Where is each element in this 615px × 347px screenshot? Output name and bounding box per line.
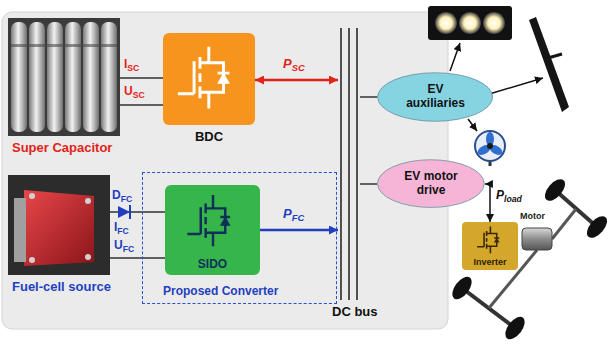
wire-pair [120, 78, 163, 105]
symbol-letter: I [114, 220, 117, 234]
symbol-letter: P [496, 188, 504, 202]
diode-triangle [494, 238, 499, 242]
diode-symbol [118, 205, 130, 219]
load-ellipse: EV auxiliaries [377, 72, 493, 122]
symbol-letter: D [112, 188, 121, 202]
symbol-subscript: FC [292, 213, 304, 223]
bus-feeder [360, 96, 377, 98]
leader-arrow [450, 43, 460, 71]
current-label: IFC [114, 221, 129, 234]
bus-line [340, 28, 342, 300]
dc-bus: DC bus [338, 28, 360, 300]
mosfet-symbol [172, 38, 246, 117]
diode-triangle [220, 216, 230, 225]
mosfet-symbol [175, 190, 251, 251]
converter-label: SIDO [165, 258, 260, 272]
chassis-picture [449, 176, 611, 343]
power-arrow [485, 184, 490, 222]
bus-line [348, 28, 350, 300]
power-label: PSC [283, 57, 305, 71]
converter-box: SIDO [165, 185, 260, 275]
lamps-picture [428, 6, 512, 40]
diode-label: DFC [112, 189, 132, 202]
symbol-subscript: FC [123, 244, 135, 254]
converter-box: BDC [163, 33, 255, 125]
source-label: Fuel-cell source [12, 280, 111, 295]
load-label: EV auxiliaries [399, 83, 471, 111]
symbol-subscript: SC [292, 63, 305, 73]
mosfet-symbol [468, 224, 513, 256]
voltage-label: UFC [114, 239, 134, 252]
ellipse-shape [378, 73, 493, 122]
source-label: Super Capacitor [12, 141, 112, 156]
symbol-letter: U [124, 84, 133, 98]
voltage-label: USC [124, 85, 145, 98]
symbol-subscript: FC [121, 194, 133, 204]
symbol-letter: U [114, 238, 123, 252]
bus-label: DC bus [332, 305, 378, 320]
wire-pair [110, 212, 165, 258]
mosfet-lines [187, 194, 230, 245]
power-label: Pload [496, 189, 522, 202]
inverter-box: Inverter [462, 222, 518, 270]
part-label: Motor [520, 212, 545, 222]
ellipse-shape [378, 160, 485, 208]
group-label: Proposed Converter [163, 285, 278, 299]
fuel-cell-photo [8, 175, 110, 275]
diode-triangle [218, 73, 230, 83]
motor-symbol [522, 228, 552, 250]
power-arrow [255, 79, 338, 82]
leader-arrow [486, 78, 543, 95]
symbol-subscript: SC [127, 63, 139, 73]
wiper-picture [529, 17, 569, 112]
mosfet-lines [477, 227, 499, 254]
leader-arrow [468, 119, 477, 131]
power-label: PFC [283, 207, 304, 221]
symbol-subscript: SC [133, 90, 145, 100]
power-arrow [260, 229, 338, 232]
symbol-letter: P [283, 56, 292, 71]
mosfet-lines [178, 46, 230, 108]
bus-feeder [360, 183, 377, 185]
inverter-label: Inverter [462, 257, 518, 267]
symbol-letter: P [283, 206, 292, 221]
supercapacitor-photo [8, 18, 120, 136]
fuel-cell-source: Fuel-cell source [8, 175, 110, 275]
converter-label: BDC [195, 130, 223, 145]
symbol-letter: I [124, 57, 127, 71]
bus-lines [338, 28, 360, 300]
current-label: ISC [124, 58, 139, 71]
fan-picture [475, 131, 505, 166]
bus-line [356, 28, 358, 300]
converter-group: Proposed Converter SIDO [142, 172, 337, 304]
symbol-subscript: load [504, 194, 522, 204]
load-label: EV motor drive [398, 170, 464, 198]
supercapacitor-source: Super Capacitor [8, 18, 120, 136]
symbol-subscript: FC [117, 226, 129, 236]
background-panel [2, 12, 448, 329]
load-ellipse: EV motor drive [377, 159, 485, 208]
